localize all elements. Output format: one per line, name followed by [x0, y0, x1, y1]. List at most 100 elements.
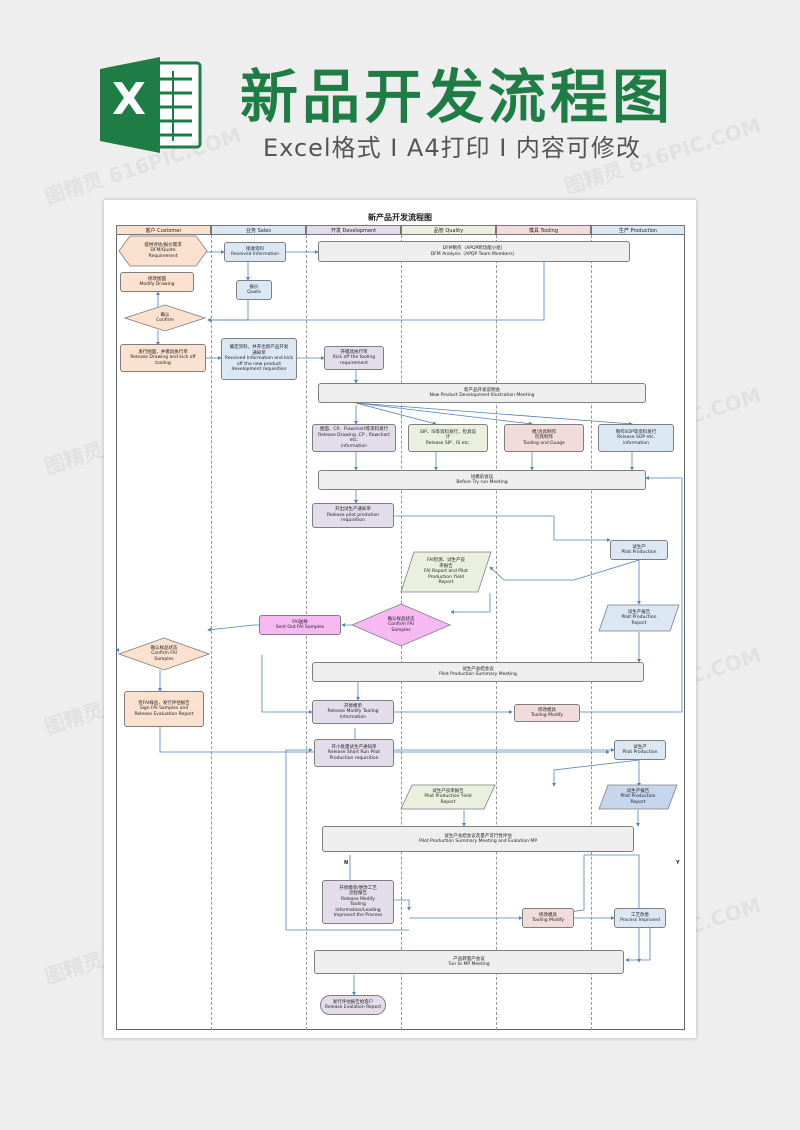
node-release-sip[interactable]: SIP、IS等资料发行，检具设 计 Release SIP , IS etc.: [408, 424, 488, 452]
node-dfm-analysis[interactable]: DFM制作（APQP跨功能小组） DFM Analysis（APQP Team …: [318, 241, 630, 262]
node-label: Confirm: [156, 318, 174, 323]
node-label: Release Evaluation Report: [134, 711, 194, 717]
node-confirm-fai-customer[interactable]: 确认样品状态 Confirm FAI Samples: [118, 637, 210, 671]
node-label: Pilot Production: [621, 615, 657, 621]
node-label: 修改图面: [148, 276, 166, 282]
node-label: Release Modify: [341, 896, 375, 902]
node-short-run-requisition[interactable]: 开小批量试生产通知单 Release Short Run Pilot Produ…: [314, 739, 394, 767]
node-label: 接收资料: [246, 246, 264, 252]
node-label: 试生产报告: [626, 788, 650, 794]
node-label: Pilot Production Yield: [424, 794, 472, 800]
node-label: Modify Drawing: [139, 282, 175, 287]
node-label: Report: [630, 799, 646, 805]
branch-label-no: N: [344, 860, 349, 866]
diamond-shape: [351, 603, 451, 647]
node-release-drawing[interactable]: 发行图面，并模具执行单 Release Drawing and kick off…: [120, 344, 206, 372]
node-tun-to-mp-meeting[interactable]: 产品转量产会议 Tun to MP Meeting: [314, 950, 624, 974]
node-label: information: [341, 443, 367, 449]
node-label: Release Drawing ,CP , flowchart etc.: [318, 432, 390, 444]
lane-divider: [211, 235, 212, 1030]
node-label: Samples: [154, 656, 174, 662]
excel-logo-icon: [100, 57, 202, 153]
parallelogram-shape: [400, 551, 492, 593]
node-label: Tooling Modify: [531, 918, 565, 923]
node-release-drawing-cp[interactable]: 图面、CP、Flowchart等资料发行 Release Drawing ,CP…: [312, 424, 396, 452]
node-tooling-modify-2[interactable]: 修改模具 Tooling Modify: [522, 908, 574, 928]
node-dfm-quote-requirement[interactable]: 提供评估/报价需求 DFM/Quote Requirement: [118, 235, 208, 267]
node-label: Process Improved: [620, 918, 660, 923]
banner-title: 新品开发流程图: [240, 63, 675, 131]
node-label: 计: [445, 435, 451, 441]
node-tooling-gauge[interactable]: 模/治具制作 检具制作 Tooling and Guage: [504, 424, 584, 452]
flowchart-sheet: 新产品开发流程图 客户 Customer 业务 Sales 开发 Develop…: [104, 200, 696, 1038]
node-label: requirement: [340, 360, 368, 366]
node-label: Information/Leading: [335, 907, 381, 913]
node-label: Tooling: [350, 902, 366, 907]
lane-header-quality: 品管 Quality: [401, 225, 496, 235]
banner-subtitle: Excel格式 I A4打印 I 内容可修改: [263, 134, 641, 162]
node-label: Release SOP etc.: [617, 435, 655, 441]
node-yield-report-2[interactable]: 试生产良率报告 Pilot Production Yield Report: [400, 784, 496, 810]
node-label: 产品转量产会议: [453, 956, 485, 962]
node-release-evaluation-report[interactable]: 发行评估报告给客户 Release Evalation Report: [320, 995, 386, 1015]
node-label: DFM/Quote: [150, 248, 176, 254]
node-pilot-production[interactable]: 试生产 Pilot Production: [610, 540, 668, 560]
node-label: 试生产: [633, 744, 647, 750]
node-label: Release pilot prodution: [326, 512, 379, 518]
node-process-improved[interactable]: 工艺改善 Process Improved: [614, 908, 666, 928]
node-label: Received Information and kick: [224, 356, 294, 362]
node-pilot-report-2[interactable]: 试生产报告 Pilot Production Report: [598, 784, 678, 810]
node-pilot-production-2[interactable]: 试生产 Pilot Production: [614, 740, 666, 760]
node-modify-drawing[interactable]: 修改图面 Modify Drawing: [120, 272, 194, 292]
node-label: requisition: [341, 518, 365, 524]
node-pilot-report[interactable]: 试生产报告 Pilot Production Report: [598, 604, 680, 632]
connector-lines: [115, 250, 683, 996]
node-label: 试生产总结会议及量产可行性评估: [444, 833, 512, 839]
lane-header-production: 生产 Production: [591, 225, 685, 235]
node-label: off the new product: [236, 361, 282, 367]
node-label: Confirm FAI: [151, 651, 177, 657]
lane-header-tooling: 模具 Tooling: [496, 225, 591, 235]
node-label: Before Try run Meeting: [456, 480, 508, 485]
node-label: 报价: [249, 284, 259, 290]
node-label: 通知单: [252, 350, 266, 356]
node-label: Samples: [391, 627, 411, 633]
node-label: Pilot Production: [622, 750, 658, 755]
node-release-sop[interactable]: 制作SOP等资料发行 Release SOP etc. information: [598, 424, 674, 452]
node-release-pilot-requisition[interactable]: 开出试生产通知单 Release pilot prodution requisi…: [312, 503, 394, 528]
node-sign-fai-samples[interactable]: 签FAI样品，发行评估报告 Sign FAI Samples and Relea…: [124, 691, 204, 727]
node-label: 签FAI样品，发行评估报告: [138, 700, 190, 706]
node-fai-yield-report[interactable]: FAI检测、试生产良 率报告 FAI Report and Pilot Prod…: [400, 551, 492, 593]
node-label: 开修模单: [344, 703, 362, 709]
sheet-title: 新产品开发流程图: [368, 213, 432, 222]
node-label: 图面、CP、Flowchart等资料发行: [319, 427, 389, 432]
node-summary-evaluation-meeting[interactable]: 试生产总结会议及量产可行性评估 Pilot Production Summary…: [322, 826, 634, 852]
node-received-kickoff[interactable]: 确定资料，并开出新产品开发 通知单 Received Information a…: [221, 338, 297, 380]
node-label: 试生产报告: [627, 609, 651, 615]
branch-label-yes: Y: [676, 860, 680, 866]
node-label: 试生产总结会议: [462, 666, 494, 672]
node-sent-fai-samples[interactable]: FAI送样 Sent Out FAI Samples: [259, 615, 341, 635]
node-received-information[interactable]: 接收资料 Received Information: [224, 242, 286, 262]
node-label: FAI Report and Pilot: [424, 569, 468, 575]
node-release-modify-improve[interactable]: 开修模单/更改工艺 流程报告 Release Modify Tooling In…: [322, 880, 394, 924]
node-tooling-modify-1[interactable]: 修改模具 Tooling Modify: [514, 704, 580, 722]
node-release-modify-tooling[interactable]: 开修模单 Release Modify Tooling Information: [312, 700, 394, 724]
node-before-tryrun-meeting[interactable]: 试模前会议 Before Try run Meeting: [318, 470, 646, 490]
parallelogram-shape: [598, 604, 680, 632]
node-illustration-meeting[interactable]: 新产品开发说明会 New Product Development Illustr…: [318, 383, 646, 403]
node-confirm-decision[interactable]: 确认 Confirm: [124, 304, 206, 332]
node-kickoff-tooling[interactable]: 开模具执行单 Kick off the tooling requirement: [324, 346, 384, 370]
node-label: 开修模单/更改工艺: [339, 885, 377, 891]
node-label: Sign FAI Samples and: [139, 706, 189, 712]
node-pilot-summary-meeting[interactable]: 试生产总结会议 Pilot Production Summary Meeting: [312, 662, 644, 682]
node-label: Tooling and Guage: [523, 440, 565, 446]
node-label: Improved the Process: [333, 913, 383, 918]
node-label: Release Modify Tooling: [327, 709, 379, 715]
node-confirm-fai-development[interactable]: 确认样品状态 Confirm FAI Samples: [351, 603, 451, 647]
node-label: 模/治具制作: [531, 429, 557, 435]
node-label: Release SIP , IS etc.: [425, 440, 471, 446]
node-label: 修改模具: [538, 707, 556, 713]
node-label: 开小批量试生产通知单: [331, 744, 377, 750]
node-quote[interactable]: 报价 Quote: [236, 280, 272, 300]
